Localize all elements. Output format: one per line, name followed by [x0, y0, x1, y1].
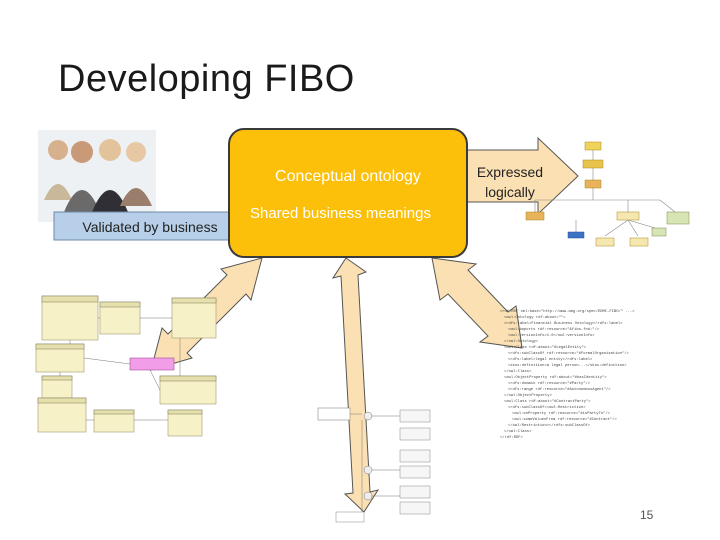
svg-text:<owl:someValuesFrom rdf:resour: <owl:someValuesFrom rdf:resource="#Contr…	[512, 417, 618, 422]
owl-code-listing: <rdf:RDF xml:base="http://www.omg.org/sp…	[500, 309, 635, 440]
svg-text:<skos:definition>a legal perso: <skos:definition>a legal person...</skos…	[508, 363, 627, 368]
svg-text:<rdfs:label>legal entity</rdfs: <rdfs:label>legal entity</rdfs:label>	[508, 357, 593, 362]
business-people-photo	[38, 130, 156, 222]
uml-class-diagram	[35, 295, 217, 437]
double-arrow-down	[331, 257, 380, 513]
svg-text:<owl:Class rdf:about="#LegalEn: <owl:Class rdf:about="#LegalEntity">	[504, 345, 587, 350]
svg-text:<rdfs:subClassOf rdf:resource=: <rdfs:subClassOf rdf:resource="#FormalOr…	[508, 351, 629, 356]
expressed-logically-label: Expressed logically	[476, 164, 544, 200]
conceptual-ontology-title: Conceptual ontology	[275, 168, 421, 185]
svg-text:<rdfs:range rdf:resource="#Aut: <rdfs:range rdf:resource="#AutonomousAge…	[508, 387, 611, 392]
svg-text:</rdf:RDF>: </rdf:RDF>	[500, 435, 524, 440]
svg-text:</owl:Class>: </owl:Class>	[504, 429, 532, 434]
double-arrow-right	[431, 257, 523, 349]
svg-text:<owl:imports rdf:resource="&fi: <owl:imports rdf:resource="&fibo-fnd;"/>	[508, 327, 600, 332]
ontology-hierarchy-graph	[525, 141, 690, 247]
slide-title: Developing FIBO	[58, 58, 355, 100]
svg-text:<owl:Ontology rdf:about="">: <owl:Ontology rdf:about="">	[504, 315, 566, 320]
svg-text:</owl:Restriction></rdfs:subCl: </owl:Restriction></rdfs:subClassOf>	[508, 423, 591, 428]
conceptual-ontology-box	[228, 128, 468, 258]
xml-schema-diagram	[317, 407, 431, 523]
right-arrow-shape	[461, 136, 579, 216]
svg-text:</owl:Ontology>: </owl:Ontology>	[504, 339, 539, 344]
svg-text:<owl:Class rdf:about="#Contrac: <owl:Class rdf:about="#ContractParty">	[504, 399, 591, 404]
validated-by-business-label: Validated by business	[82, 219, 218, 235]
svg-text:<rdfs:subClassOf><owl:Restrict: <rdfs:subClassOf><owl:Restriction>	[508, 405, 586, 410]
svg-text:<owl:versionInfo>1.0</owl:vers: <owl:versionInfo>1.0</owl:versionInfo>	[508, 333, 595, 338]
svg-text:<rdfs:label>Financial Business: <rdfs:label>Financial Business Ontology<…	[504, 321, 623, 326]
svg-text:</owl:Class>: </owl:Class>	[504, 369, 532, 374]
svg-text:<rdf:RDF xml:base="http://www.: <rdf:RDF xml:base="http://www.omg.org/sp…	[500, 309, 635, 314]
shared-business-meanings-label: Shared business meanings	[250, 205, 431, 222]
svg-text:</owl:ObjectProperty>: </owl:ObjectProperty>	[504, 393, 553, 398]
svg-text:<owl:onProperty rdf:resource=": <owl:onProperty rdf:resource="#isPartyTo…	[512, 411, 611, 416]
svg-text:<owl:ObjectProperty rdf:about=: <owl:ObjectProperty rdf:about="#hasIdent…	[504, 375, 607, 380]
page-number: 15	[640, 508, 654, 522]
svg-text:<rdfs:domain rdf:resource="#Pa: <rdfs:domain rdf:resource="#Party"/>	[508, 381, 591, 386]
